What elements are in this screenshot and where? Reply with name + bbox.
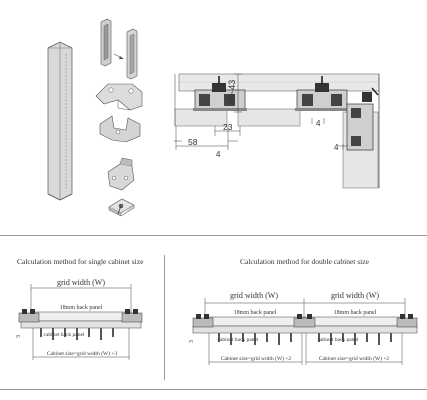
single-gap-label: 3	[16, 335, 22, 338]
dim-four-a-label: 4	[216, 150, 221, 159]
double-grid-width-left-label: grid width (W)	[230, 291, 278, 300]
dim-offset-label: 23	[223, 122, 233, 132]
dim-four-b-label: 4	[316, 119, 321, 128]
single-grid-width-label: grid width (W)	[57, 278, 105, 287]
single-cabinet-header: Calculation method for single cabinet si…	[17, 257, 144, 266]
single-profile-left	[18, 309, 40, 323]
profile-left	[193, 76, 247, 111]
clip-bracket-upper	[95, 83, 143, 111]
divider-bottom	[0, 389, 427, 390]
double-cabinet-header: Calculation method for double cabinet si…	[240, 257, 369, 266]
double-profile-left	[192, 314, 214, 328]
double-cabinet-panel-right-label: cabinet back panel	[318, 337, 359, 343]
cabinet-board-middle	[237, 108, 301, 127]
double-back-panel-right-label: 18mm back panel	[334, 310, 377, 316]
dim-gap-label: 38~43	[227, 80, 237, 105]
single-formula-label: Cabinet size=grid width (W) +3	[47, 350, 118, 357]
double-formula-right-label: Cabinet size=grid width (W) +2	[319, 355, 390, 362]
double-back-panel-left-label: 18mm back panel	[234, 310, 277, 316]
fixing-plate	[108, 198, 135, 217]
double-gap-label: 3	[189, 340, 195, 343]
double-grid-width-right-label: grid width (W)	[331, 291, 379, 300]
divider-top	[0, 235, 427, 236]
single-cabinet-panel-label: cabinet back panel	[44, 332, 85, 338]
double-profile-middle	[293, 314, 316, 328]
rail-connector	[100, 18, 138, 80]
single-profile-right	[121, 309, 143, 323]
dim-four-c-label: 4	[334, 143, 339, 152]
double-formula-left-label: Cabinet size=grid width (W) +2	[221, 355, 292, 362]
single-back-panel-label: 18mm back panel	[60, 305, 103, 311]
profile-middle	[295, 76, 349, 111]
double-profile-right	[396, 314, 418, 328]
profile-corner	[346, 87, 379, 151]
vertical-rail	[47, 41, 73, 201]
double-cabinet-panel-left-label: cabinet back panel	[218, 337, 259, 343]
hanger-bracket	[107, 157, 135, 191]
dim-left-length-label: 58	[188, 137, 198, 147]
dimension-lines	[174, 73, 348, 150]
divider-vertical	[164, 255, 165, 380]
clip-bracket-lower	[99, 115, 141, 143]
